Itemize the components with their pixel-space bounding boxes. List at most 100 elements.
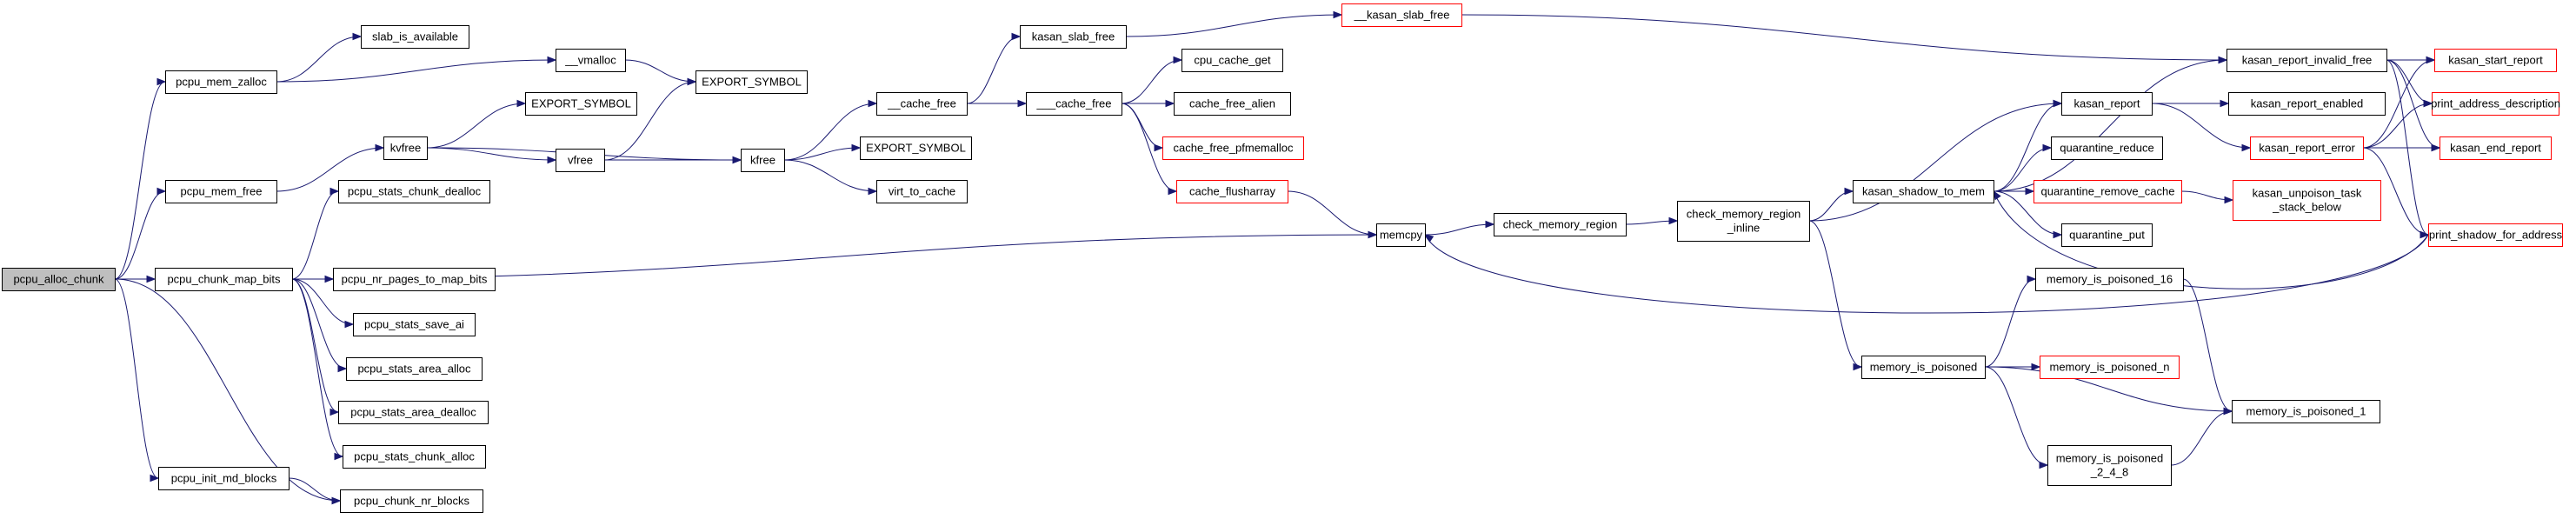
node-pcpu-chunk-map-bits[interactable]: pcpu_chunk_map_bits xyxy=(155,268,293,291)
node-box xyxy=(2035,268,2184,291)
arrowhead xyxy=(1165,99,1175,108)
node-box xyxy=(860,136,972,160)
node-pcpu-stats-save-ai[interactable]: pcpu_stats_save_ai xyxy=(353,313,476,336)
node-label: kasan_shadow_to_mem xyxy=(1862,185,1985,198)
node-label: kasan_unpoison_task xyxy=(2253,187,2362,200)
node-kasan-slab-free[interactable]: kasan_slab_free xyxy=(1020,25,1127,49)
node-memory-is-poisoned[interactable]: memory_is_poisoned xyxy=(1861,356,1986,379)
node-box xyxy=(2250,136,2364,160)
arrowhead xyxy=(2025,187,2035,196)
node-pcpu-stats-chunk-alloc[interactable]: pcpu_stats_chunk_alloc xyxy=(343,445,486,469)
arrowhead xyxy=(1844,187,1854,196)
node-kasan-report-enabled[interactable]: kasan_report_enabled xyxy=(2228,92,2386,116)
node-memory-is-poisoned-n[interactable]: memory_is_poisoned_n xyxy=(2040,356,2180,379)
node-cache-free-pfmemalloc[interactable]: cache_free_pfmemalloc xyxy=(1162,136,1304,160)
node-vfree[interactable]: vfree xyxy=(556,149,605,172)
arrowhead xyxy=(732,156,742,164)
node-box xyxy=(2034,180,2182,203)
node-pcpu-mem-free[interactable]: pcpu_mem_free xyxy=(165,180,277,203)
node-quarantine-put[interactable]: quarantine_put xyxy=(2061,223,2153,247)
node-memory-is-poisoned-16[interactable]: memory_is_poisoned_16 xyxy=(2035,268,2184,291)
edge-kvfree-to-vfree xyxy=(426,147,556,161)
node-box xyxy=(333,268,496,291)
node-pcpu-init-md-blocks[interactable]: pcpu_init_md_blocks xyxy=(158,467,290,490)
node-box xyxy=(2428,223,2563,247)
node-check-memory-region-inline[interactable]: check_memory_region_inline xyxy=(1677,201,1810,242)
node-box xyxy=(338,401,489,424)
node-pcpu-stats-area-alloc[interactable]: pcpu_stats_area_alloc xyxy=(346,357,483,381)
node-export-symbol-a[interactable]: EXPORT_SYMBOL xyxy=(525,92,637,116)
arrowhead xyxy=(2426,56,2436,64)
node-pcpu-stats-chunk-dealloc[interactable]: pcpu_stats_chunk_dealloc xyxy=(338,180,490,203)
node-quarantine-remove-cache[interactable]: quarantine_remove_cache xyxy=(2034,180,2182,203)
node-cache-free-1[interactable]: __cache_free xyxy=(876,92,968,116)
edge-cache-free-to-cache-flusharray xyxy=(1121,103,1177,192)
node-box xyxy=(2047,445,2172,486)
node-slab-is-available[interactable]: slab_is_available xyxy=(361,25,469,49)
arrowhead xyxy=(337,364,348,373)
arrowhead xyxy=(2039,461,2049,469)
arrowhead xyxy=(2220,99,2230,108)
node-pcpu-nr-pages-to-map-bits[interactable]: pcpu_nr_pages_to_map_bits xyxy=(333,268,496,291)
node-kasan-report[interactable]: kasan_report xyxy=(2061,92,2153,116)
node-box xyxy=(2434,49,2557,72)
node-kasan-report-error[interactable]: kasan_report_error xyxy=(2250,136,2364,160)
edge-kasan-report-invalid-free-to-kasan-end-report xyxy=(2386,59,2440,149)
node-cache-free[interactable]: ___cache_free xyxy=(1026,92,1122,116)
arrowhead xyxy=(329,187,340,196)
node-kasan-unpoison-task-stack-below[interactable]: kasan_unpoison_task_stack_below xyxy=(2233,180,2381,221)
edge-cache-flusharray-to-memcpy xyxy=(1287,190,1377,236)
node-box xyxy=(2233,180,2381,221)
node-pcpu-stats-area-dealloc[interactable]: pcpu_stats_area_dealloc xyxy=(338,401,489,424)
node-kfree[interactable]: kfree xyxy=(741,149,785,172)
node-quarantine-reduce[interactable]: quarantine_reduce xyxy=(2051,136,2163,160)
node-kasan-end-report[interactable]: kasan_end_report xyxy=(2440,136,2552,160)
node-pcpu-chunk-nr-blocks[interactable]: pcpu_chunk_nr_blocks xyxy=(340,489,483,513)
node-export-symbol-b[interactable]: EXPORT_SYMBOL xyxy=(696,70,808,94)
node-box xyxy=(1162,136,1304,160)
node-label: pcpu_stats_chunk_dealloc xyxy=(348,185,482,198)
node-memcpy[interactable]: memcpy xyxy=(1376,223,1426,247)
edge-kasan-report-error-to-print-address-description xyxy=(2362,103,2433,149)
node-export-symbol-c[interactable]: EXPORT_SYMBOL xyxy=(860,136,972,160)
node-kasan-shadow-to-mem[interactable]: kasan_shadow_to_mem xyxy=(1853,180,1994,203)
node-cache-free-alien[interactable]: cache_free_alien xyxy=(1174,92,1291,116)
edge-vmalloc-to-export-symbol-b xyxy=(624,59,696,83)
arrowhead xyxy=(150,474,160,482)
node-vmalloc[interactable]: __vmalloc xyxy=(556,49,626,72)
node-check-memory-region[interactable]: check_memory_region xyxy=(1494,213,1627,236)
edge-print-shadow-for-address-to-kasan-shadow-to-mem xyxy=(1993,190,2429,289)
node-label: quarantine_reduce xyxy=(2060,142,2153,155)
edge-kasan-report-error-to-print-shadow-for-address xyxy=(2362,147,2429,236)
arrowhead xyxy=(2027,275,2037,283)
node-kasan-slab-free[interactable]: __kasan_slab_free xyxy=(1341,3,1462,27)
node-print-address-description[interactable]: print_address_description xyxy=(2431,92,2560,116)
arrowhead xyxy=(1368,230,1378,239)
node-memory-is-poisoned-1[interactable]: memory_is_poisoned_1 xyxy=(2232,400,2380,423)
node-label: kasan_report_invalid_free xyxy=(2242,54,2373,67)
node-pcpu-mem-zalloc[interactable]: pcpu_mem_zalloc xyxy=(165,70,277,94)
node-kasan-start-report[interactable]: kasan_start_report xyxy=(2434,49,2557,72)
arrowhead xyxy=(2053,99,2063,108)
node-kvfree[interactable]: kvfree xyxy=(383,136,428,160)
arrowhead xyxy=(375,143,385,152)
edge-memory-is-poisoned-to-memory-is-poisoned-16 xyxy=(1984,278,2036,368)
node-label: pcpu_init_md_blocks xyxy=(171,472,277,485)
node-cache-flusharray[interactable]: cache_flusharray xyxy=(1176,180,1288,203)
arrowhead xyxy=(331,496,342,505)
node-label: __vmalloc xyxy=(564,54,616,67)
node-memory-is-poisoned-2-4-8[interactable]: memory_is_poisoned_2_4_8 xyxy=(2047,445,2172,486)
node-virt-to-cache[interactable]: virt_to_cache xyxy=(876,180,968,203)
node-print-shadow-for-address[interactable]: print_shadow_for_address xyxy=(2428,223,2563,247)
node-pcpu-alloc-chunk[interactable]: pcpu_alloc_chunk xyxy=(2,268,116,291)
node-label: EXPORT_SYMBOL xyxy=(866,142,966,155)
node-label: memory_is_poisoned xyxy=(2056,452,2164,465)
arrowhead xyxy=(1853,363,1863,371)
edge-pcpu-chunk-map-bits-to-pcpu-stats-area-alloc xyxy=(291,278,347,369)
node-label: _inline xyxy=(1727,222,1761,235)
node-box xyxy=(2,268,116,291)
node-label: kasan_slab_free xyxy=(1032,30,1115,43)
node-cpu-cache-get[interactable]: cpu_cache_get xyxy=(1181,49,1283,72)
node-box xyxy=(340,489,483,513)
node-kasan-report-invalid-free[interactable]: kasan_report_invalid_free xyxy=(2227,49,2387,72)
